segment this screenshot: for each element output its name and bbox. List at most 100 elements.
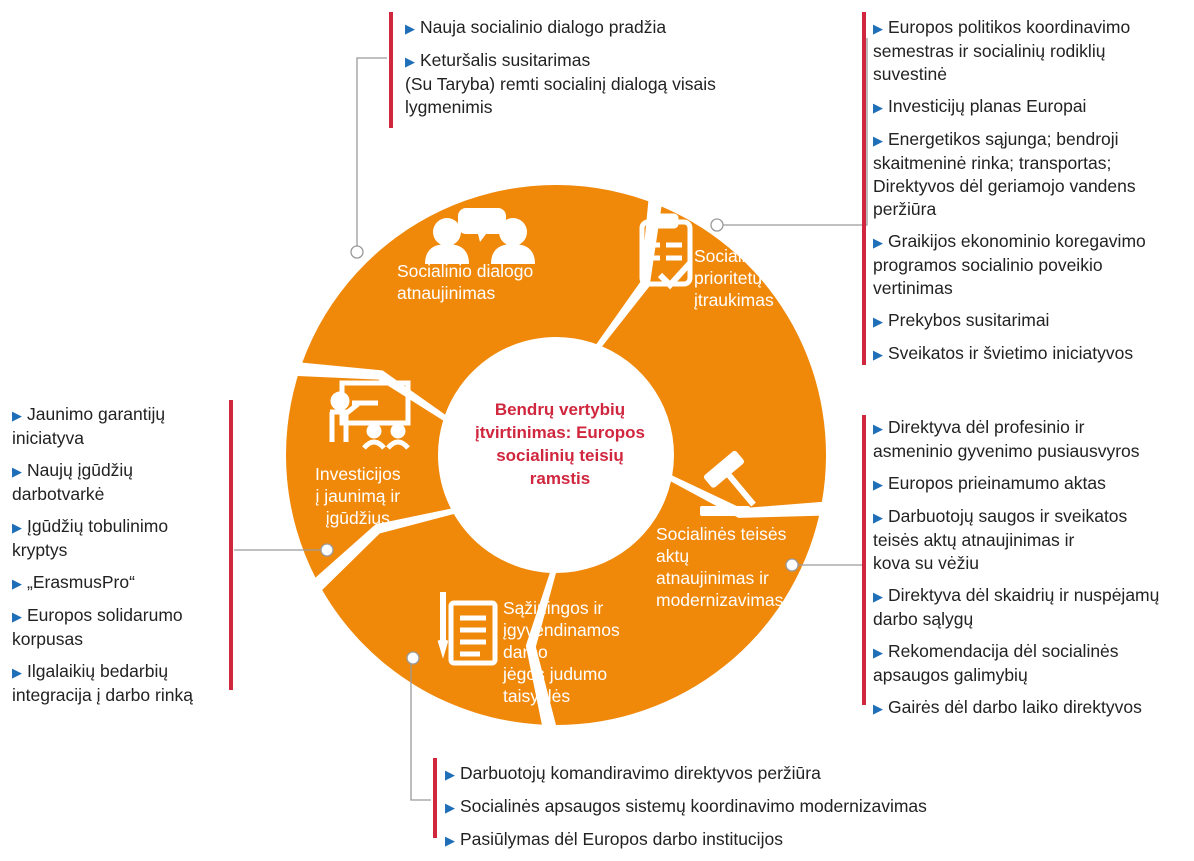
list-item: ▶„ErasmusPro“ xyxy=(12,571,227,595)
list-item-line: ▶Energetikos sąjunga; bendroji xyxy=(873,128,1193,152)
list-item-line: darbo sąlygų xyxy=(873,608,1193,631)
bullet-triangle-icon: ▶ xyxy=(873,477,883,492)
bullet-triangle-icon: ▶ xyxy=(873,347,883,362)
bullet-triangle-icon: ▶ xyxy=(873,645,883,660)
accent-bar-dialogue xyxy=(389,12,393,128)
list-item-line: kova su vėžiu xyxy=(873,552,1193,575)
list-item-line: ▶Įgūdžių tobulinimo xyxy=(12,515,227,539)
list-dialogue: ▶ Nauja socialinio dialogo pradžia ▶Keturš… xyxy=(405,16,835,128)
list-item-line: ▶Rekomendacija dėl socialinės xyxy=(873,640,1193,664)
list-item-line: darbotvarkė xyxy=(12,483,227,506)
list-item-text: Energetikos sąjunga; bendroji xyxy=(888,129,1119,149)
list-item-line: kryptys xyxy=(12,539,227,562)
segment-label-line: atnaujinimas ir xyxy=(656,568,769,588)
bullet-triangle-icon: ▶ xyxy=(405,54,415,69)
list-item-text: „ErasmusPro“ xyxy=(27,572,135,592)
list-item-line: apsaugos galimybių xyxy=(873,664,1193,687)
segment-law xyxy=(535,481,820,725)
list-item-line: iniciatyva xyxy=(12,427,227,450)
segment-label-mobility: Sąžiningos ir įgyvendinamos darbo jėgos … xyxy=(503,597,620,707)
list-item-line: suvestinė xyxy=(873,63,1193,86)
teacher-board-icon xyxy=(329,380,411,450)
list-item-text: Europos prieinamumo aktas xyxy=(888,473,1106,493)
document-pen-icon xyxy=(437,592,498,666)
list-item-text: Europos solidarumo xyxy=(27,605,183,625)
list-item-text: peržiūra xyxy=(873,199,937,219)
segment-label-line: įgyvendinamos xyxy=(503,620,620,640)
list-item: ▶Sveikatos ir švietimo iniciatyvos xyxy=(873,342,1193,366)
list-item-line: ▶Prekybos susitarimai xyxy=(873,309,1193,333)
list-mobility: ▶ Darbuotojų komandiravimo direktyvos per… xyxy=(445,762,1145,861)
list-item-line: semestras ir socialinių rodiklių xyxy=(873,40,1193,63)
list-item-text: kryptys xyxy=(12,540,68,560)
list-item-line: ▶Socialinės apsaugos sistemų koordinavim… xyxy=(445,795,1145,819)
list-item-text: korpusas xyxy=(12,629,84,649)
accent-bar-mobility xyxy=(433,758,437,838)
list-item-line: ▶ Darbuotojų saugos ir sveikatos xyxy=(873,505,1193,529)
list-item-text: Direktyva dėl profesinio ir xyxy=(888,417,1085,437)
segment-label-line: Socialinės teisės xyxy=(656,524,787,544)
segment-label-line: įgūdžius xyxy=(325,508,390,528)
segment-label-line: modernizavimas xyxy=(656,590,784,610)
segment-label-priorities: Socialinių prioritetų įtraukimas xyxy=(694,245,774,311)
segment-label-line: Socialinio dialogo xyxy=(397,261,534,281)
accent-bar-priorities xyxy=(862,12,866,365)
list-item: ▶ Europos prieinamumo aktas xyxy=(873,472,1193,496)
list-item-line: ▶ Nauja socialinio dialogo pradžia xyxy=(405,16,835,40)
bullet-triangle-icon: ▶ xyxy=(873,589,883,604)
list-item-text: Nauja socialinio dialogo pradžia xyxy=(420,17,667,37)
connector-dot-mobility xyxy=(406,651,420,665)
list-item-text: Darbuotojų saugos ir sveikatos xyxy=(888,506,1128,526)
list-item: ▶ Europos solidarumo korpusas xyxy=(12,604,227,651)
diagram-canvas xyxy=(234,38,868,801)
segment-label-line: jėgos judumo xyxy=(503,664,608,684)
bullet-triangle-icon: ▶ xyxy=(405,21,415,36)
list-item-line: ▶Jaunimo garantijų xyxy=(12,403,227,427)
list-item-line: ▶Direktyva dėl skaidrių ir nuspėjamų xyxy=(873,584,1193,608)
center-title-line: socialinių teisių xyxy=(496,446,624,465)
list-item-text: (Su Taryba) remti socialinį dialogą visa… xyxy=(405,74,716,94)
list-item-text: programos socialinio poveikio xyxy=(873,255,1103,275)
list-item: ▶Socialinės apsaugos sistemų koordinavim… xyxy=(445,795,1145,819)
list-item-line: ▶Direktyva dėl profesinio ir xyxy=(873,416,1193,440)
list-item-text: asmeninio gyvenimo pusiausvyros xyxy=(873,441,1140,461)
list-item: ▶Gairės dėl darbo laiko direktyvos xyxy=(873,696,1193,720)
list-item-line: peržiūra xyxy=(873,198,1193,221)
bullet-triangle-icon: ▶ xyxy=(873,510,883,525)
connector-dot-priorities xyxy=(710,218,724,232)
bullet-triangle-icon: ▶ xyxy=(12,665,22,680)
bullet-triangle-icon: ▶ xyxy=(873,235,883,250)
segment-label-line: Socialinių xyxy=(694,246,769,266)
segment-label-line: Investicijos xyxy=(315,464,401,484)
segment-label-line: Sąžiningos ir xyxy=(503,598,604,618)
list-item: ▶ Darbuotojų komandiravimo direktyvos per… xyxy=(445,762,1145,786)
list-item-line: programos socialinio poveikio xyxy=(873,254,1193,277)
bullet-triangle-icon: ▶ xyxy=(12,464,22,479)
list-item-text: vertinimas xyxy=(873,278,953,298)
bullet-triangle-icon: ▶ xyxy=(445,833,455,848)
list-item-text: iniciatyva xyxy=(12,428,84,448)
segment-dialogue xyxy=(302,184,649,415)
list-item-text: darbo sąlygų xyxy=(873,609,974,629)
bullet-triangle-icon: ▶ xyxy=(12,408,22,423)
bullet-triangle-icon: ▶ xyxy=(12,609,22,624)
list-item-line: ▶ Europos prieinamumo aktas xyxy=(873,472,1193,496)
bullet-triangle-icon: ▶ xyxy=(873,100,883,115)
clipboard-check-icon xyxy=(639,213,693,290)
list-item-line: ▶Sveikatos ir švietimo iniciatyvos xyxy=(873,342,1193,366)
connector-priorities xyxy=(722,38,868,226)
center-title-line: ramstis xyxy=(529,469,591,488)
segment-label-youth: Investicijos į jaunimą ir įgūdžius xyxy=(315,463,401,529)
list-item-text: Įgūdžių tobulinimo xyxy=(27,516,169,536)
list-item-text: Direktyvos dėl geriamojo vandens xyxy=(873,176,1136,196)
segment-label-line: įtraukimas xyxy=(694,290,774,310)
list-item: ▶Keturšalis susitarimas(Su Taryba) remti… xyxy=(405,49,835,119)
segment-label-line: atnaujinimas xyxy=(397,283,496,303)
bullet-triangle-icon: ▶ xyxy=(445,767,455,782)
list-item-text: Darbuotojų komandiravimo direktyvos perž… xyxy=(460,763,821,783)
